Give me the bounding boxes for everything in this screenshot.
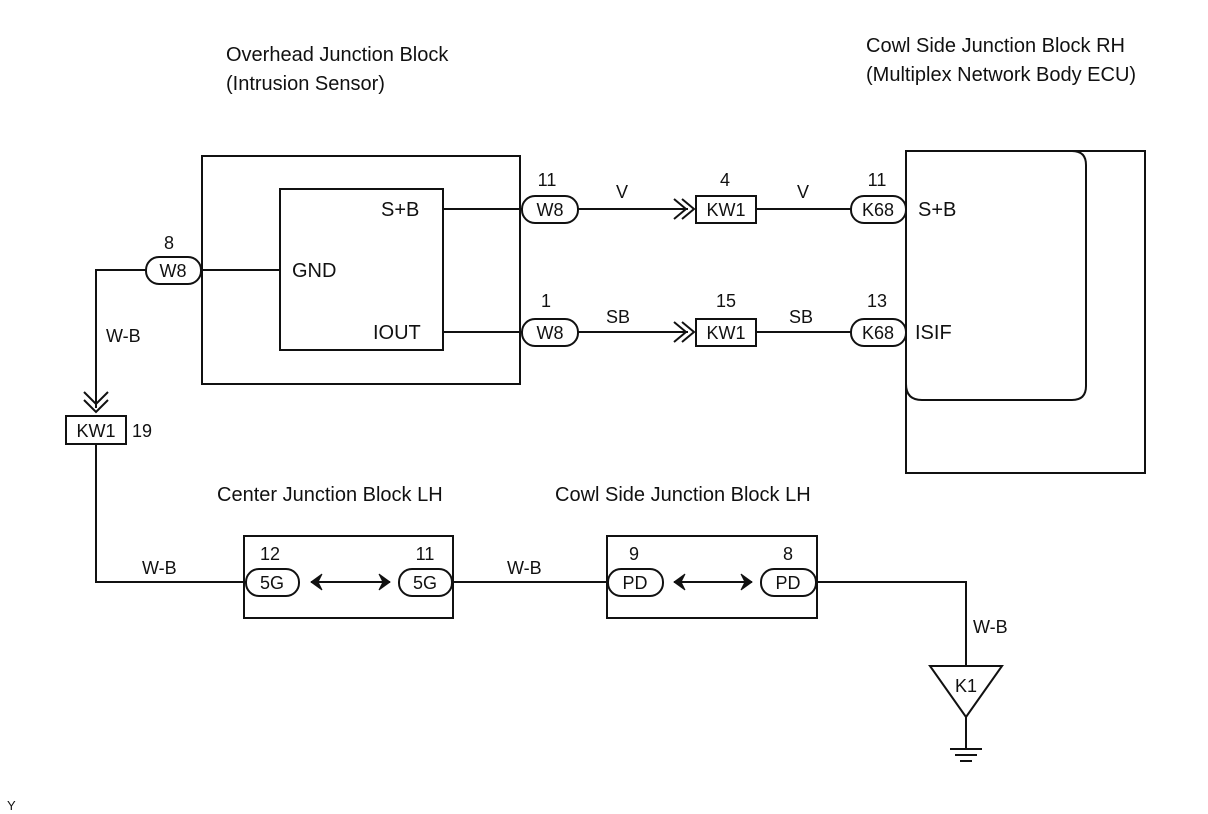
pin-number: 11 [416, 544, 435, 564]
pin-number: 15 [716, 291, 736, 311]
wire-label-wb-bottom-mid: W-B [507, 558, 542, 578]
ground-triangle [928, 665, 1004, 719]
ecu-terminal-label-splusb: S+B [918, 199, 956, 221]
connector-pd-right: 8 PD [760, 544, 817, 597]
inline-connector-arrow-wb [83, 391, 109, 414]
wire-label-v-right: V [797, 182, 809, 202]
inline-connector-arrow-sb [673, 321, 696, 343]
connector-id: KW1 [706, 200, 745, 220]
wire-label-sb-left: SB [606, 307, 630, 327]
connector-w8-gnd: 8 W8 [145, 233, 202, 285]
cowl-side-junction-block-rh-title: Cowl Side Junction Block RH [866, 35, 1125, 57]
terminal-label-splusb: S+B [381, 199, 419, 221]
connector-pill [145, 256, 202, 285]
pin-number: 11 [868, 170, 887, 190]
pin-number: 11 [538, 170, 557, 190]
connector-w8-splusb: 11 W8 [521, 170, 579, 224]
overhead-junction-block-title: Overhead Junction Block [226, 44, 449, 66]
wire-label-wb-ground: W-B [973, 617, 1008, 637]
connector-id: 5G [413, 573, 437, 593]
wire-wb-vertical [95, 269, 146, 408]
junction-arrow-5g-left [310, 573, 323, 591]
connector-id: W8 [160, 261, 187, 281]
footer-mark: Y [7, 798, 16, 813]
inline-connector-arrow-v [673, 198, 696, 220]
connector-k68-isif: 13 K68 [850, 291, 907, 347]
connector-kw1-mid: 15 KW1 [695, 291, 757, 347]
center-junction-block-lh-title: Center Junction Block LH [217, 484, 443, 506]
cowl-side-junction-block-rh-subtitle: (Multiplex Network Body ECU) [866, 64, 1136, 86]
ecu-terminal-label-isif: ISIF [915, 322, 952, 344]
connector-box [695, 318, 757, 347]
cowl-side-junction-block-lh-outline [606, 535, 818, 619]
connector-id: KW1 [706, 323, 745, 343]
terminal-label-gnd: GND [292, 260, 336, 282]
ground-point-k1: K1 [928, 665, 1004, 762]
connector-5g-left: 12 5G [245, 544, 300, 597]
wire-label-v-left: V [616, 182, 628, 202]
pin-number: 1 [541, 291, 551, 311]
connector-id: KW1 [76, 421, 115, 441]
center-junction-block-lh-outline [243, 535, 454, 619]
connector-pill [521, 195, 579, 224]
connector-pill [850, 195, 907, 224]
wire-label-wb-vertical: W-B [106, 326, 141, 346]
connector-id: PD [622, 573, 647, 593]
connector-pill [760, 568, 817, 597]
connector-id: K68 [862, 323, 894, 343]
connector-pill [521, 318, 579, 347]
connector-pill [850, 318, 907, 347]
connector-id: PD [775, 573, 800, 593]
overhead-junction-block-subtitle: (Intrusion Sensor) [226, 73, 385, 95]
connector-pill [245, 568, 300, 597]
connector-k68-splusb: 11 K68 [850, 170, 907, 224]
connector-pill [398, 568, 453, 597]
connector-id: 5G [260, 573, 284, 593]
connector-pill [607, 568, 664, 597]
pin-number: 8 [164, 233, 174, 253]
pin-number: 13 [867, 291, 887, 311]
wire-wb-ground [816, 581, 967, 666]
cowl-side-junction-block-lh-title: Cowl Side Junction Block LH [555, 484, 811, 506]
connector-kw1-top: 4 KW1 [695, 170, 757, 224]
wire-wb-bottom-left [95, 445, 246, 583]
connector-pd-left: 9 PD [607, 544, 664, 597]
pin-number: 8 [783, 544, 793, 564]
connector-box [65, 415, 127, 445]
pin-number: 12 [260, 544, 280, 564]
junction-arrow-5g-right [378, 573, 391, 591]
connector-id: W8 [537, 323, 564, 343]
junction-arrow-pd-right [740, 573, 753, 591]
connector-id: W8 [537, 200, 564, 220]
multiplex-network-body-ecu-outline [905, 150, 1087, 401]
pin-number: 4 [720, 170, 730, 190]
connector-w8-iout: 1 W8 [521, 291, 579, 347]
wire-label-wb-bottom-left: W-B [142, 558, 177, 578]
terminal-label-iout: IOUT [373, 322, 421, 344]
connector-id: K68 [862, 200, 894, 220]
connector-kw1-left: KW1 19 [65, 415, 152, 445]
connector-5g-right: 11 5G [398, 544, 453, 597]
pin-number: 19 [132, 421, 152, 441]
pin-number: 9 [629, 544, 639, 564]
wire-label-sb-right: SB [789, 307, 813, 327]
ground-id: K1 [955, 676, 977, 696]
connector-box [695, 195, 757, 224]
junction-arrow-pd-left [673, 573, 686, 591]
